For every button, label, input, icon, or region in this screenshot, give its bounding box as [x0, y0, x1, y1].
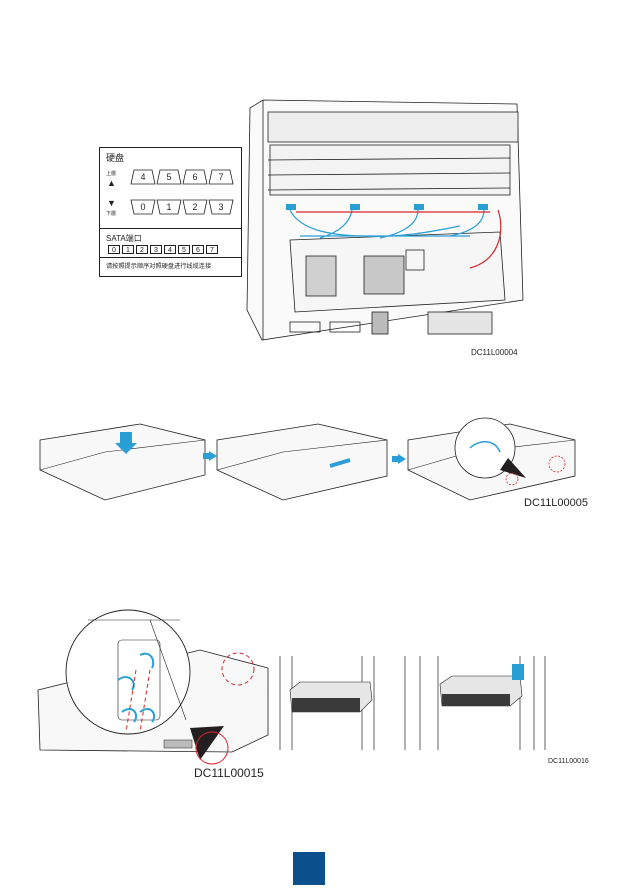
slot-number: 4 [140, 172, 146, 182]
figure-code: DC11L00005 [524, 497, 589, 509]
sata-port: 6 [192, 245, 204, 254]
figure-code: DC11L00004 [471, 348, 518, 357]
cable-note: 请按照提示顺序对照硬盘进行线缆连接 [106, 263, 212, 270]
figure-code: DC11L00016 [548, 758, 589, 765]
slot-number: 1 [166, 202, 172, 212]
slot-number: 5 [166, 172, 172, 182]
divider [100, 228, 241, 229]
sata-port: 4 [164, 245, 176, 254]
slot-number: 0 [140, 202, 146, 212]
slot-number: 3 [218, 202, 224, 212]
sata-port: 3 [150, 245, 162, 254]
divider [100, 257, 241, 258]
triangle-up-icon: ▲ [107, 178, 116, 188]
slot-number: 2 [192, 202, 198, 212]
panel-title: 硬盘 [106, 153, 125, 163]
sata-port: 2 [136, 245, 148, 254]
upper-layer-label: 上層 [106, 171, 117, 177]
sata-port: 0 [108, 245, 120, 254]
sata-port: 5 [178, 245, 190, 254]
page-number-badge [293, 852, 325, 885]
slot-number: 7 [218, 172, 224, 182]
figure-code: DC11L00015 [194, 766, 264, 780]
lower-layer-label: 下層 [106, 211, 117, 217]
disk-label-panel: 硬盘 上層 ▲ 4 5 6 7 ▼ 下層 0 1 2 3 SATA端口 0 1 … [99, 147, 242, 277]
sata-port-row: 0 1 2 3 4 5 6 7 [108, 245, 220, 254]
slot-number: 6 [192, 172, 198, 182]
triangle-down-icon: ▼ [107, 198, 116, 208]
sata-port: 1 [122, 245, 134, 254]
sata-port: 7 [206, 245, 218, 254]
sata-port-title: SATA端口 [106, 234, 142, 243]
